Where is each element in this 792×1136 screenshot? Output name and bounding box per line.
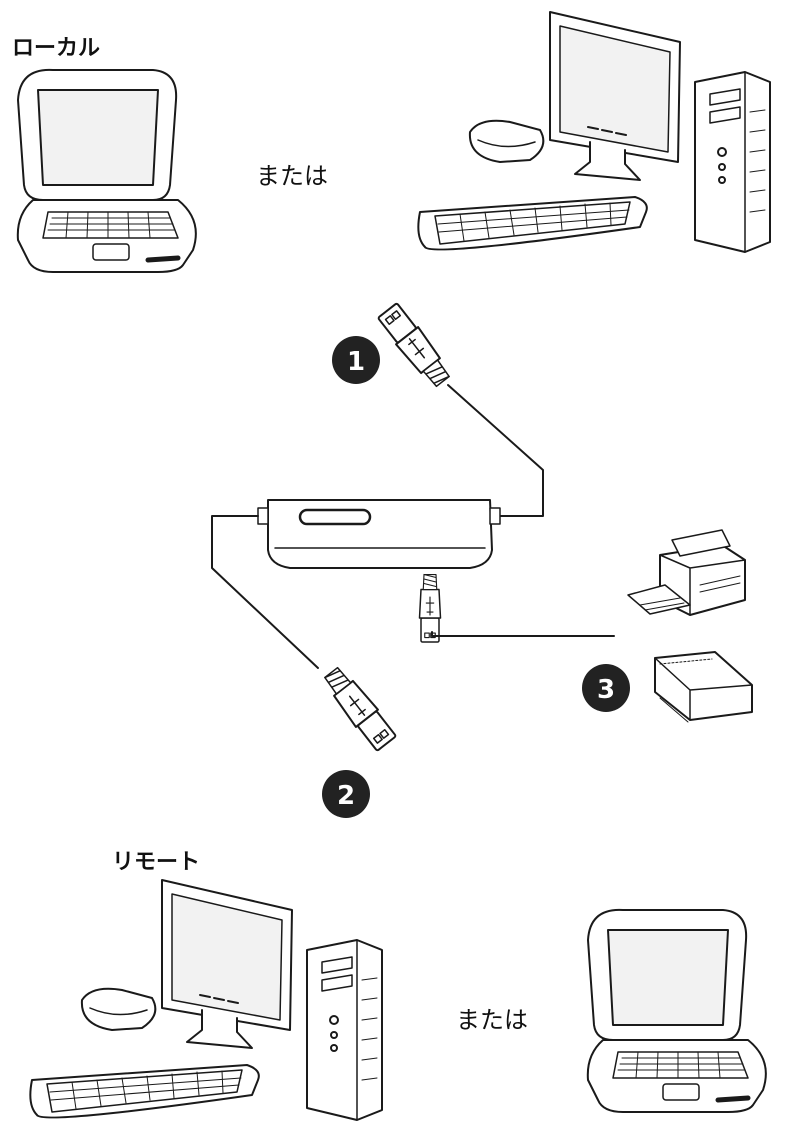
local-desktop-computer-icon — [417, 11, 771, 253]
remote-desktop-computer-icon — [29, 879, 383, 1121]
usb-plug-icon-3 — [418, 573, 442, 643]
callout-3: 3 — [582, 664, 630, 712]
remote-label: リモート — [112, 850, 201, 875]
or-label-top: または — [256, 162, 328, 190]
or-label-bottom: または — [456, 1006, 528, 1034]
external-drive-icon — [654, 651, 753, 723]
cable-3 — [431, 631, 615, 637]
cable-1 — [447, 384, 544, 517]
local-laptop-icon — [18, 70, 196, 272]
callout-2-text: 2 — [337, 781, 355, 811]
usb-sharing-hub-icon — [257, 499, 501, 569]
usb-plug-icon-2 — [319, 662, 399, 754]
cable-2 — [211, 515, 319, 669]
callout-1: 1 — [332, 336, 380, 384]
local-label: ローカル — [12, 36, 101, 61]
callout-3-text: 3 — [597, 675, 615, 705]
callout-1-text: 1 — [347, 347, 365, 377]
usb-plug-icon-1 — [375, 300, 455, 392]
printer-icon — [627, 529, 746, 616]
callout-2: 2 — [322, 770, 370, 818]
remote-laptop-icon — [588, 910, 766, 1112]
